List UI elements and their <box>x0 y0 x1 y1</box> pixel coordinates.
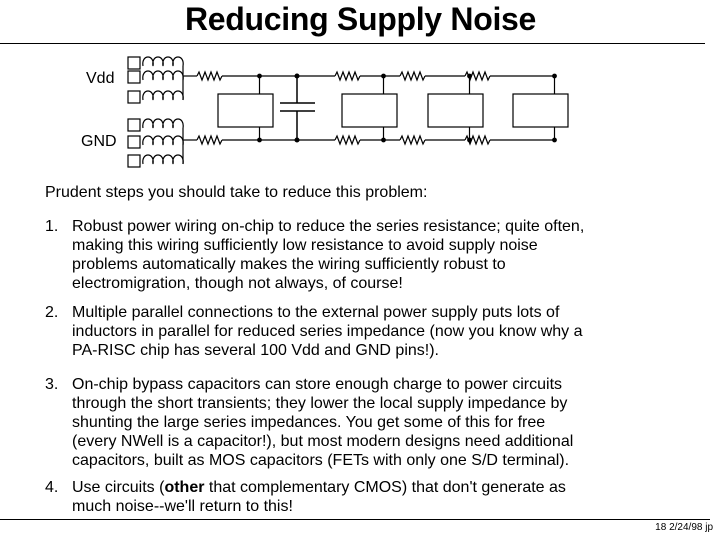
list-item: 1. Robust power wiring on-chip to reduce… <box>45 217 692 293</box>
inductor <box>142 154 184 165</box>
item-line: Use circuits (other that complementary C… <box>72 478 692 497</box>
junction-dot <box>294 137 300 143</box>
bypass-capacitor <box>280 73 315 143</box>
package-pin <box>127 154 141 168</box>
item-emphasis: other <box>164 479 205 496</box>
junction-dot <box>467 137 472 143</box>
resistor <box>196 134 223 146</box>
package-pin <box>127 90 141 104</box>
item-line: electromigration, though not always, of … <box>72 275 403 292</box>
item-number: 1. <box>45 218 59 235</box>
inductor <box>142 56 184 67</box>
list-item: 2. Multiple parallel connections to the … <box>45 303 692 360</box>
item-number: 3. <box>45 376 59 393</box>
item-line: shunting the large series impedances. Yo… <box>72 414 546 431</box>
supply-rails <box>183 70 553 146</box>
item-line: On-chip bypass capacitors can store enou… <box>72 376 563 393</box>
package-inductors <box>127 56 184 168</box>
resistor <box>334 134 361 146</box>
inductor <box>142 90 184 101</box>
item-text: that complementary CMOS) that don't gene… <box>204 479 566 496</box>
package-pin <box>127 70 141 84</box>
item-line: Robust power wiring on-chip to reduce th… <box>72 218 585 235</box>
list-item: 3. On-chip bypass capacitors can store e… <box>45 375 692 470</box>
gnd-label: GND <box>81 133 117 150</box>
junction-dot <box>381 73 386 79</box>
package-pin <box>127 135 141 149</box>
inductor <box>142 135 184 146</box>
item-text: Use circuits ( <box>72 479 165 496</box>
package-pin <box>127 118 141 132</box>
circuit-block <box>512 93 569 128</box>
item-line: much noise--we'll return to this! <box>72 498 293 515</box>
slide-title: Reducing Supply Noise <box>184 1 537 37</box>
junction-dot <box>257 137 262 143</box>
package-pin <box>127 56 141 70</box>
circuit-blocks <box>217 73 569 143</box>
item-line: capacitors, built as MOS capacitors (FET… <box>72 452 570 469</box>
item-line: through the short transients; they lower… <box>72 395 568 412</box>
item-number: 4. <box>45 479 59 496</box>
junction-dot <box>257 73 262 79</box>
resistor <box>399 70 426 82</box>
vdd-label: Vdd <box>86 70 114 87</box>
junction-dot <box>381 137 386 143</box>
junction-dot <box>552 73 557 79</box>
circuit-block <box>217 93 274 128</box>
resistor <box>399 134 426 146</box>
circuit-block <box>341 93 398 128</box>
junction-dot <box>467 73 472 79</box>
slide-footer: 18 2/24/98 jp <box>655 522 713 533</box>
item-line: problems automatically makes the wiring … <box>72 256 506 273</box>
item-number: 2. <box>45 304 59 321</box>
item-line: making this wiring sufficiently low resi… <box>72 237 538 254</box>
supply-network-diagram: Vdd GND <box>81 56 569 168</box>
resistor <box>334 70 361 82</box>
junction-dot <box>294 73 300 79</box>
resistor <box>196 70 223 82</box>
title-rule <box>0 43 705 44</box>
inductor <box>142 70 184 81</box>
item-line: (every NWell is a capacitor!), but most … <box>72 433 574 450</box>
item-line: inductors in parallel for reduced series… <box>72 323 583 340</box>
list-item: 4. Use circuits (other that complementar… <box>45 478 692 516</box>
intro-text: Prudent steps you should take to reduce … <box>45 184 428 201</box>
junction-dot <box>552 137 557 143</box>
circuit-block <box>427 93 484 128</box>
item-line: Multiple parallel connections to the ext… <box>72 304 560 321</box>
inductor <box>142 118 184 129</box>
item-line: PA-RISC chip has several 100 Vdd and GND… <box>72 342 439 359</box>
footer-rule <box>0 519 710 520</box>
